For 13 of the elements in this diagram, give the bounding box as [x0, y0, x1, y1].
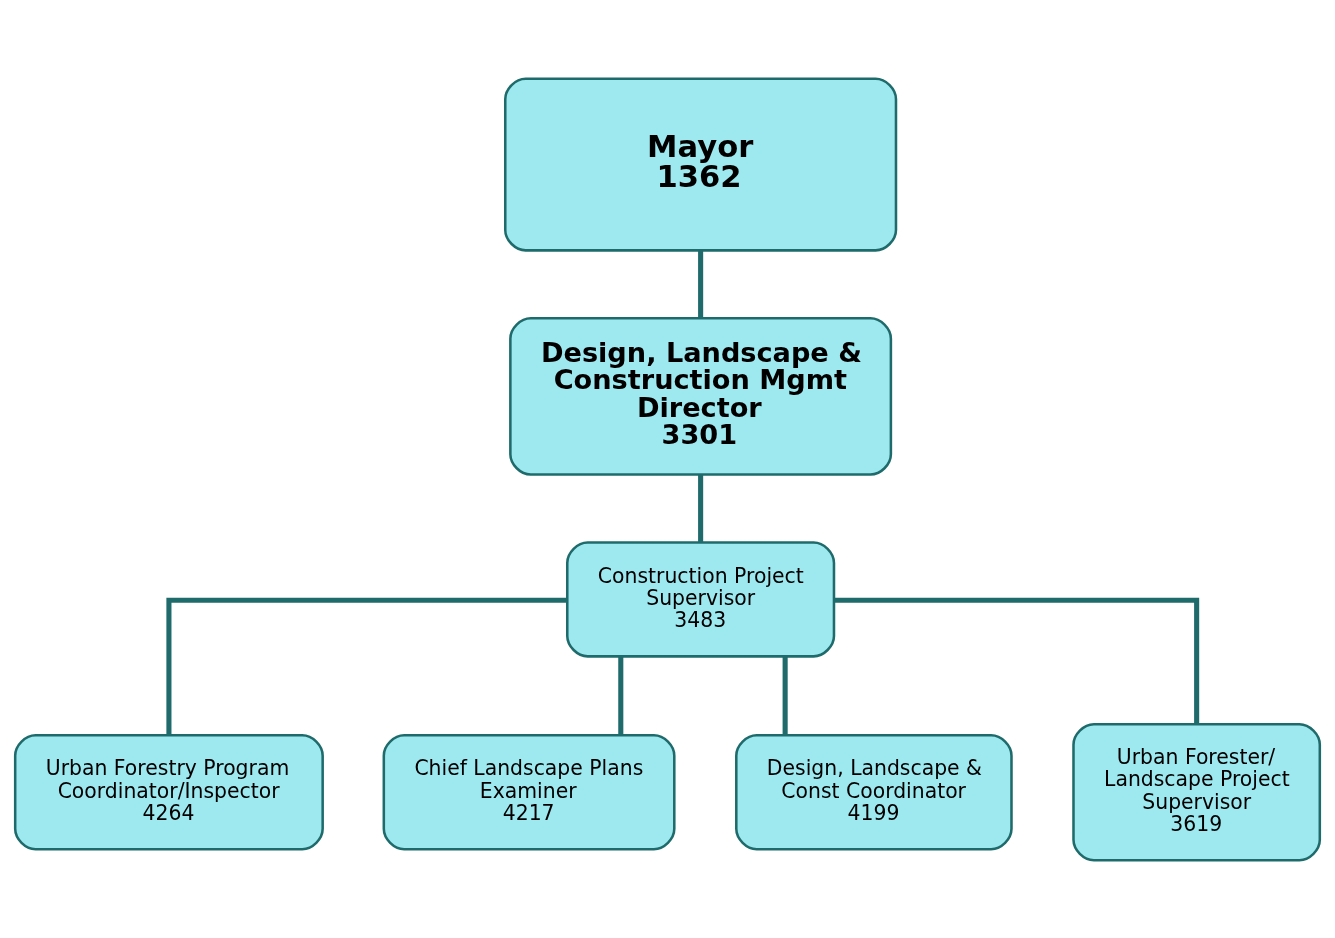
connector [698, 474, 704, 542]
connector [782, 656, 788, 735]
node-box: Urban Forestry Program Coordinator/Inspector 4264 [13, 733, 324, 850]
connector [698, 250, 704, 318]
connector [618, 656, 624, 735]
node-box: Chief Landscape Plans Examiner 4217 [382, 733, 676, 850]
node-box: Construction Project Supervisor 3483 [566, 540, 836, 658]
node-box: Urban Forester/ Landscape Project Supervisor 3619 [1072, 722, 1322, 861]
connector [166, 597, 568, 735]
connector [834, 597, 1200, 724]
node-box: Design, Landscape & Const Coordinator 4199 [735, 733, 1013, 850]
node-box: Mayor 1362 [504, 77, 898, 252]
node-box: Design, Landscape & Construction Mgmt Director 3301 [509, 316, 893, 476]
